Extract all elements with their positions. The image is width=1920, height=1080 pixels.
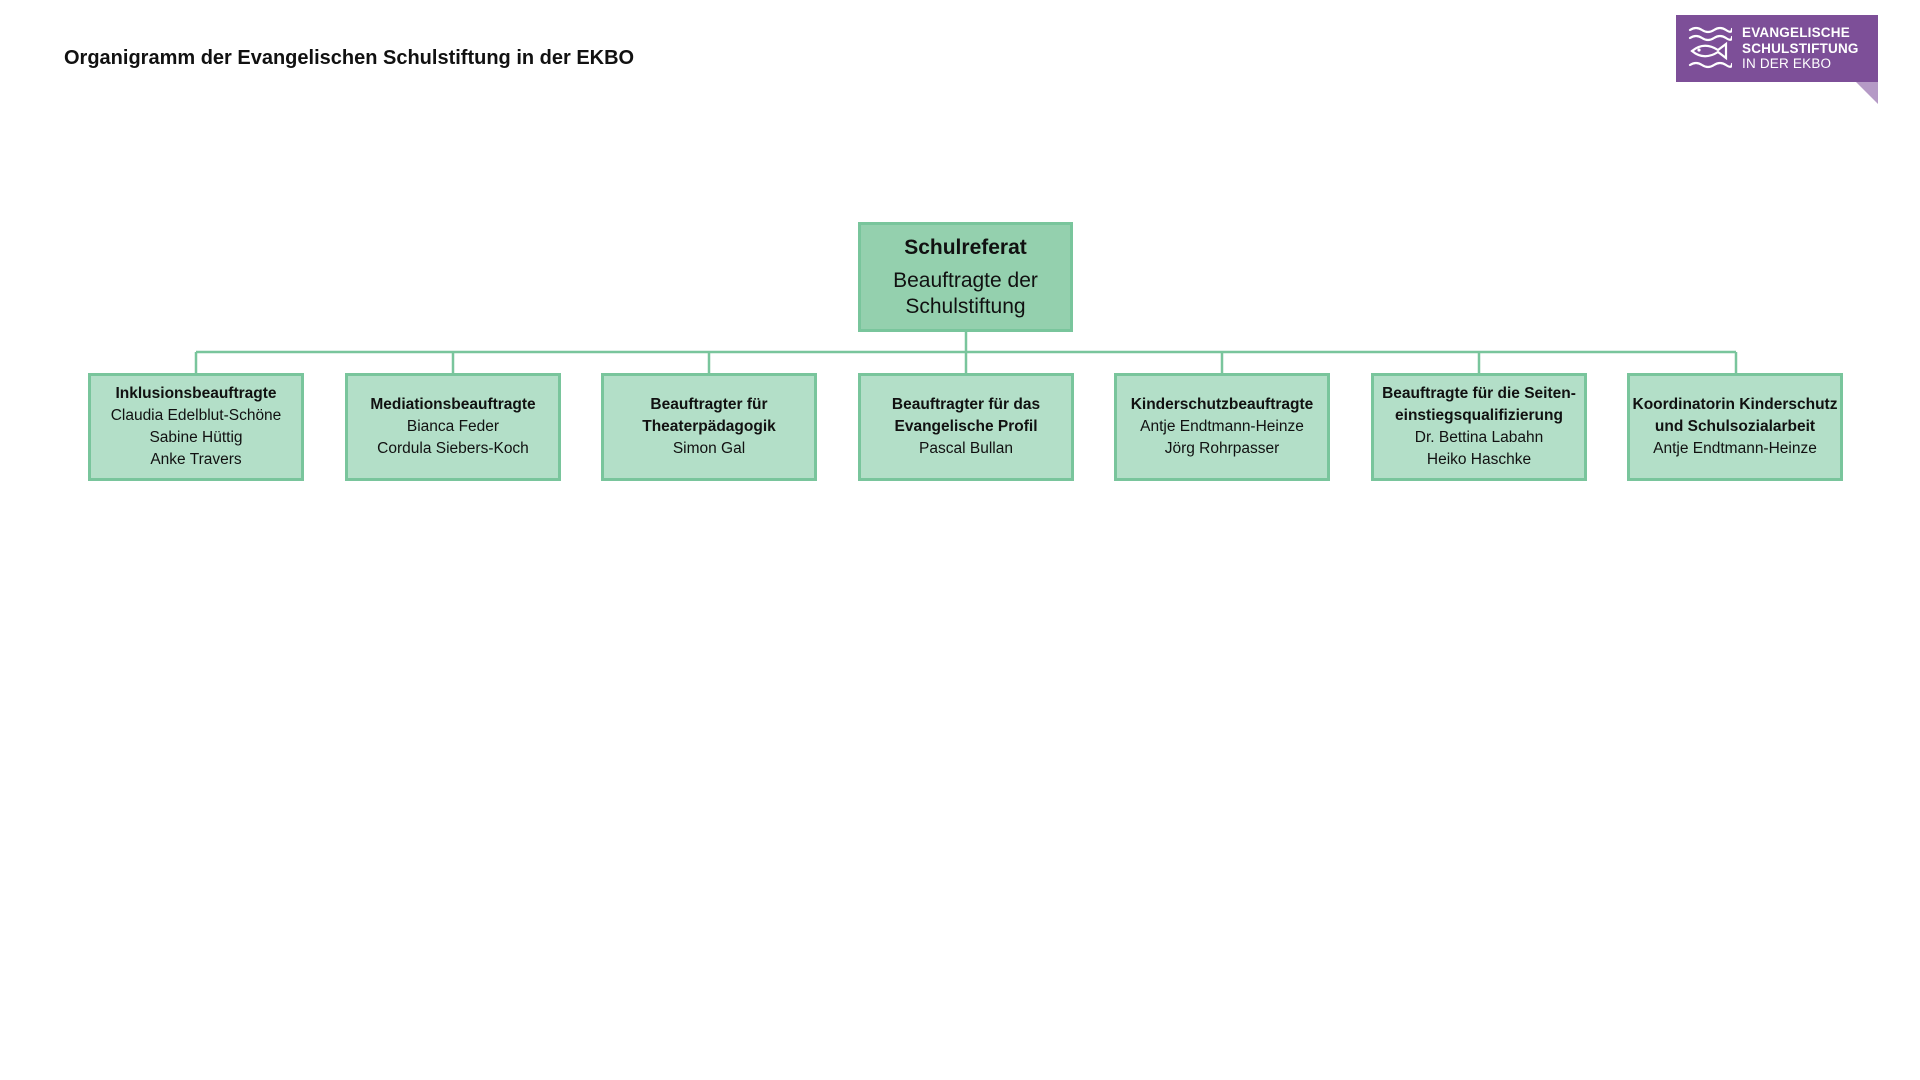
unit-role: Beauftragter für Theaterpädagogik [642,396,776,435]
org-unit-kinderschutz: Kinderschutzbeauftragte Antje Endtmann-H… [1114,373,1330,481]
unit-person: Claudia Edelblut-Schöne [110,407,282,424]
logo-band: EVANGELISCHE SCHULSTIFTUNG IN DER EKBO [1676,15,1878,82]
org-unit-seiteneinstieg: Beauftragte für die Seiten- einstiegsqua… [1371,373,1587,481]
unit-person: Antje Endtmann-Heinze [1140,418,1304,435]
unit-role: Beauftragte für die Seiten- einstiegsqua… [1382,385,1576,424]
unit-person: Heiko Haschke [1426,451,1532,468]
unit-person: Anke Travers [150,451,242,468]
logo-line-1: EVANGELISCHE [1742,25,1850,40]
org-unit-mediation: Mediationsbeauftragte Bianca Feder Cordu… [345,373,561,481]
unit-person: Pascal Bullan [919,440,1013,457]
unit-role: Inklusionsbeauftragte [115,385,277,402]
logo-text: EVANGELISCHE SCHULSTIFTUNG IN DER EKBO [1742,25,1859,72]
unit-role: Beauftragter für das Evangelische Profil [891,396,1041,435]
org-unit-theaterpaedagogik: Beauftragter für Theaterpädagogik Simon … [601,373,817,481]
root-node: Schulreferat Beauftragte der Schulstiftu… [858,222,1073,332]
org-unit-koordination: Koordinatorin Kinderschutz und Schulsozi… [1627,373,1843,481]
unit-role: Kinderschutzbeauftragte [1130,396,1314,413]
unit-person: Simon Gal [672,440,746,457]
unit-person: Dr. Bettina Labahn [1414,429,1544,446]
fish-waves-icon [1688,26,1732,69]
logo-line-3: IN DER EKBO [1742,56,1832,71]
org-unit-inklusion: Inklusionsbeauftragte Claudia Edelblut-S… [88,373,304,481]
root-title: Schulreferat [904,236,1027,259]
unit-person: Bianca Feder [406,418,500,435]
org-unit-evangelisches-profil: Beauftragter für das Evangelische Profil… [858,373,1074,481]
unit-person: Sabine Hüttig [149,429,243,446]
page-title: Organigramm der Evangelischen Schulstift… [64,47,635,69]
unit-person: Antje Endtmann-Heinze [1653,440,1817,457]
logo: EVANGELISCHE SCHULSTIFTUNG IN DER EKBO [1676,15,1878,105]
root-subtitle: Beauftragte der Schulstiftung [893,269,1038,318]
unit-person: Jörg Rohrpasser [1164,440,1280,457]
unit-role: Mediationsbeauftragte [370,396,536,413]
logo-fold [1856,82,1878,104]
unit-person: Cordula Siebers-Koch [377,440,529,457]
unit-role: Koordinatorin Kinderschutz und Schulsozi… [1632,396,1838,435]
logo-line-2: SCHULSTIFTUNG [1742,40,1859,56]
